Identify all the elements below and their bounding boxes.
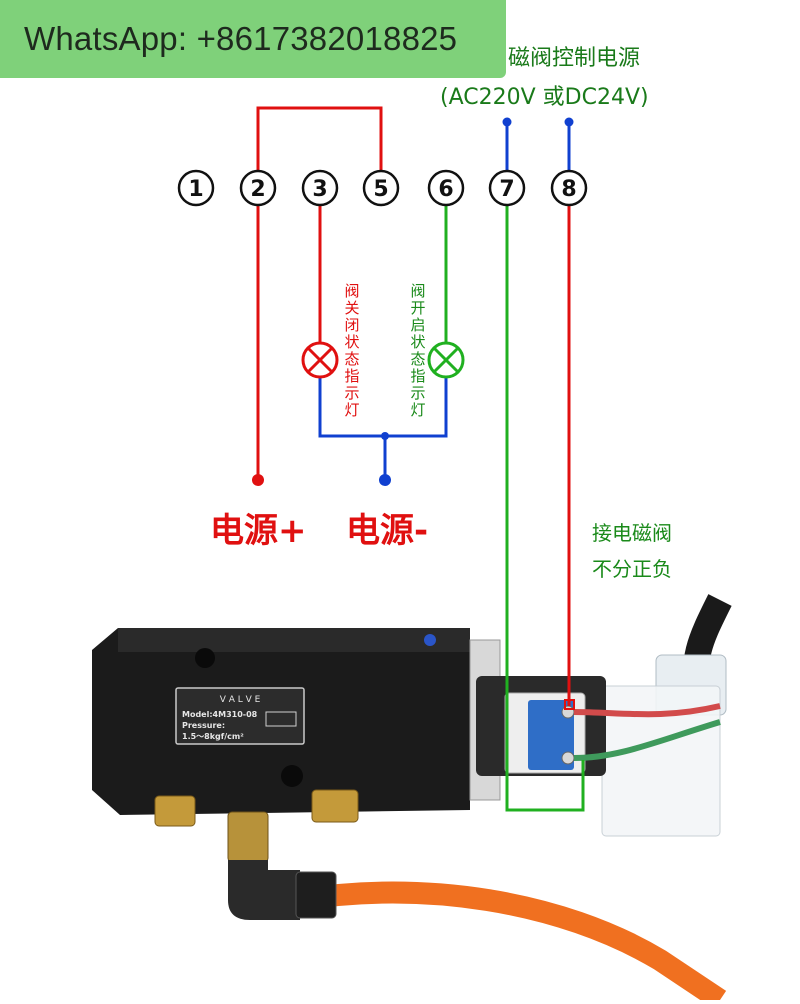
plate-pressure-value: 1.5～8kgf/cm² xyxy=(182,732,244,741)
coil-screw xyxy=(561,751,575,765)
lamp-closed-label: 阀关闭状态指示灯 xyxy=(344,282,360,419)
terminal-circle xyxy=(550,169,588,207)
coil-pcb xyxy=(528,700,574,770)
terminal-5: 5 xyxy=(362,169,400,207)
valve-top-edge xyxy=(118,628,470,652)
terminal-7: 7 xyxy=(488,169,526,207)
terminal-number: 5 xyxy=(373,177,388,202)
terminal-circle xyxy=(362,169,400,207)
lamp-open-label: 阀开启状态指示灯 xyxy=(410,282,426,419)
power-in-dot-8 xyxy=(564,117,574,127)
brass-fitting xyxy=(154,795,196,827)
terminal-number: 7 xyxy=(499,177,514,202)
coil-wire-red xyxy=(573,703,721,718)
elbow-collar xyxy=(227,811,269,863)
negative-terminal-dot xyxy=(379,474,391,486)
power-title-line2: (AC220V 或DC24V) xyxy=(440,85,649,110)
power-in-dot-7 xyxy=(502,117,512,127)
mount-hole xyxy=(281,765,303,787)
supply-negative-label: 电源- xyxy=(346,511,429,551)
terminal-numbers: 1 2 3 5 6 7 8 xyxy=(177,169,588,207)
coil-note-line1: 接电磁阀 xyxy=(592,521,672,545)
plate-model: Model:4M310-08 xyxy=(182,710,258,719)
plate-brand: V A L V E xyxy=(220,695,261,705)
terminal-number: 8 xyxy=(561,177,576,202)
terminal-number: 2 xyxy=(250,177,265,202)
whatsapp-banner[interactable]: WhatsApp: +8617382018825 xyxy=(0,0,506,78)
coil-terminal-red xyxy=(564,699,575,710)
supply-positive-label: 电源+ xyxy=(210,511,307,551)
coil-screw xyxy=(561,705,575,719)
junction-dot xyxy=(381,432,389,440)
terminal-1: 1 xyxy=(177,169,215,207)
lamp-open xyxy=(427,341,465,379)
wire-lamp-common xyxy=(318,377,448,438)
whatsapp-contact[interactable]: WhatsApp: +8617382018825 xyxy=(24,20,458,57)
valve-photo: V A L V E Model:4M310-08 Pressure: 1.5～8… xyxy=(92,594,732,1004)
terminal-2: 2 xyxy=(239,169,277,207)
terminal-circle xyxy=(239,169,277,207)
positive-terminal-dot xyxy=(252,474,264,486)
mount-hole xyxy=(195,648,215,668)
lamp-open-cross xyxy=(432,346,460,374)
brass-fitting xyxy=(311,789,359,823)
wires xyxy=(252,106,585,812)
wire-7-coil xyxy=(505,205,585,812)
terminal-circle xyxy=(301,169,339,207)
indicator-dot xyxy=(424,634,436,646)
plate-pressure-label: Pressure: xyxy=(182,721,225,730)
terminal-circle xyxy=(177,169,215,207)
terminal-number: 6 xyxy=(438,177,453,202)
lamp-closed xyxy=(301,341,339,379)
terminal-circle xyxy=(488,169,526,207)
coil-note-line2: 不分正负 xyxy=(592,557,672,581)
wire-bridge-2-5 xyxy=(256,106,383,188)
coil-wire-green xyxy=(573,719,721,761)
power-title-line1: 磁阀控制电源 xyxy=(508,46,641,71)
terminal-6: 6 xyxy=(427,169,465,207)
terminal-number: 3 xyxy=(312,177,327,202)
terminal-3: 3 xyxy=(301,169,339,207)
terminal-number: 1 xyxy=(188,177,203,202)
push-fitting xyxy=(295,871,337,919)
plate-symbol xyxy=(265,711,297,727)
air-tube xyxy=(298,881,727,1004)
lamp-closed-cross xyxy=(306,346,334,374)
terminal-circle xyxy=(427,169,465,207)
elbow-fitting xyxy=(228,860,300,920)
terminal-8: 8 xyxy=(550,169,588,207)
valve-plate xyxy=(175,687,305,745)
